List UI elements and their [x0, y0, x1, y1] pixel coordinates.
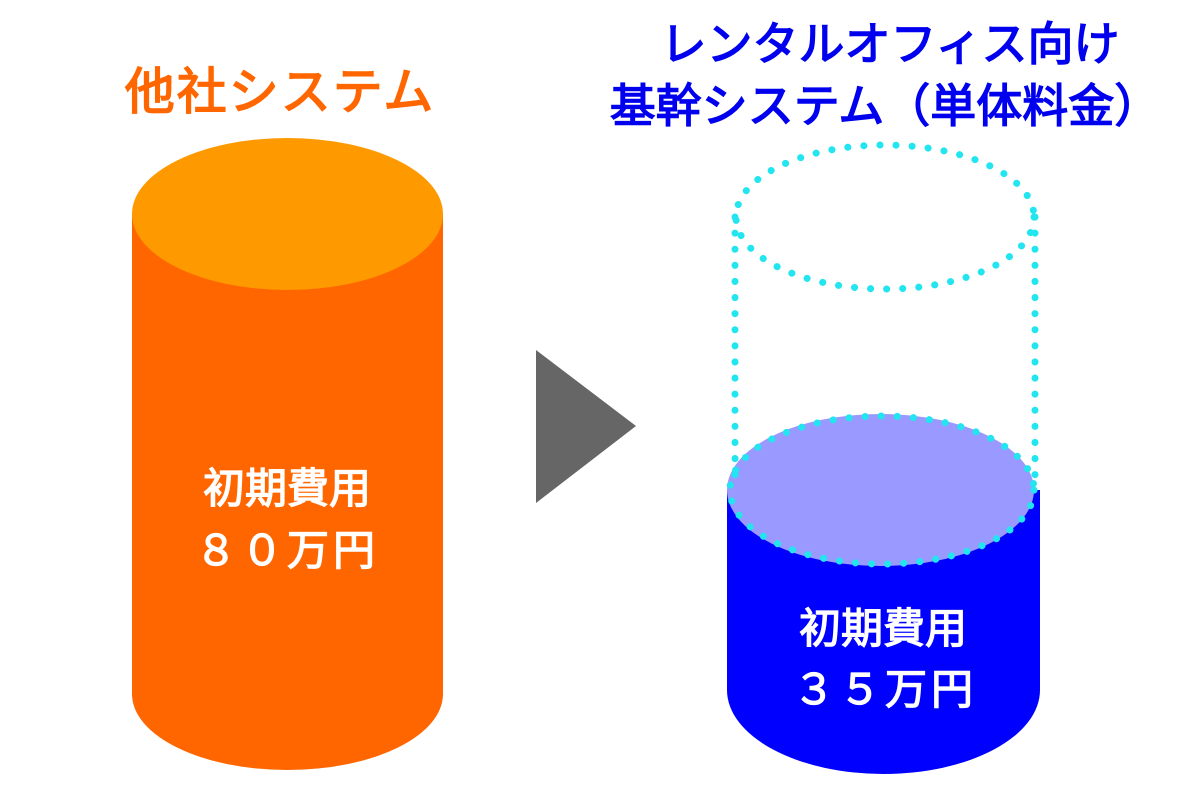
left-cost-value: ８０万円: [195, 526, 379, 575]
right-title-line1: レンタルオフィス向け: [660, 17, 1120, 71]
right-cylinder: 初期費用 ３５万円: [726, 141, 1040, 774]
left-cost-label: 初期費用: [203, 464, 371, 513]
dotted-outline-bottom: [726, 412, 1038, 568]
left-cylinder: 初期費用 ８０万円: [132, 138, 443, 770]
dotted-outline-top: [732, 141, 1038, 293]
right-title-line2: 基幹システム（単体料金）: [609, 79, 1161, 133]
play-arrow-icon: [536, 350, 636, 503]
right-cost-value: ３５万円: [793, 665, 977, 714]
right-cylinder-top: [727, 414, 1034, 566]
left-cylinder-bottom: [132, 618, 443, 770]
right-cost-label: 初期費用: [799, 604, 967, 653]
right-cylinder-bottom: [727, 606, 1040, 774]
left-cylinder-body: [132, 214, 443, 694]
left-cylinder-top: [132, 138, 443, 290]
dotted-outline: [726, 141, 1039, 568]
left-title: 他社システム: [124, 63, 436, 121]
